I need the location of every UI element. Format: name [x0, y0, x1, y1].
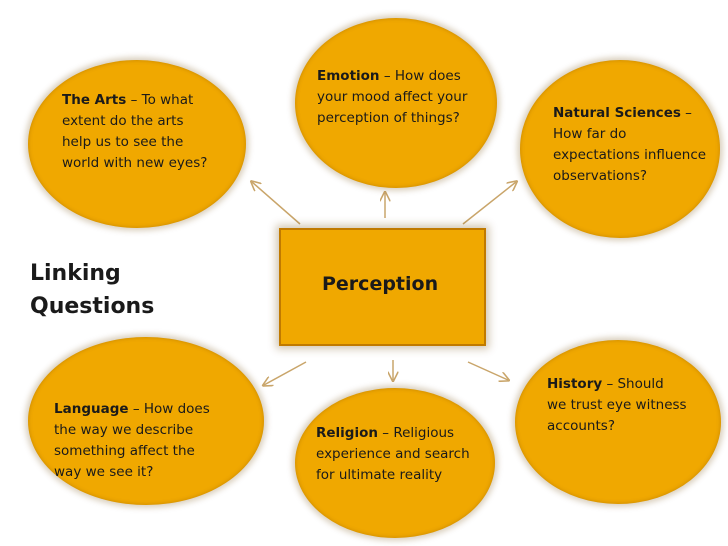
node-emotion-text: Emotion – How does your mood affect your… — [317, 66, 489, 129]
node-religion — [295, 388, 495, 538]
arrow-to-history — [467, 361, 508, 380]
node-language — [28, 337, 264, 505]
node-natural-sciences-title: Natural Sciences — [553, 105, 681, 121]
node-the-arts-question: – To what extent do the arts help us to … — [62, 92, 208, 171]
node-natural-sciences — [520, 60, 720, 238]
side-title: Linking Questions — [30, 261, 155, 319]
node-religion-text: Religion – Religious experience and sear… — [316, 423, 472, 486]
node-natural-sciences-question: – How far do expectations influence obse… — [553, 105, 707, 184]
node-the-arts-title: The Arts — [62, 92, 127, 108]
node-language-question: – How does the way we describe something… — [54, 401, 210, 480]
node-the-arts — [28, 60, 246, 228]
node-history-title: History — [547, 376, 603, 392]
center-label: Perception — [322, 273, 439, 295]
node-emotion-title: Emotion — [317, 68, 380, 84]
node-history-question: – Should we trust eye witness accounts? — [547, 376, 687, 434]
node-history — [515, 340, 721, 504]
node-language-text: Language – How does the way we describe … — [54, 399, 226, 483]
node-history-text: History – Should we trust eye witness ac… — [547, 374, 687, 437]
center-box — [279, 228, 486, 346]
node-religion-question: – Religious experience and search for ul… — [316, 425, 470, 483]
node-language-title: Language — [54, 401, 129, 417]
node-emotion-question: – How does your mood affect your percept… — [317, 68, 468, 126]
arrow-to-arts — [252, 182, 301, 225]
node-religion-title: Religion — [316, 425, 378, 441]
node-emotion — [295, 18, 497, 188]
node-natural-sciences-text: Natural Sciences – How far do expectatio… — [553, 103, 713, 187]
arrow-to-natural-sciences — [462, 182, 516, 225]
node-the-arts-text: The Arts – To what extent do the arts he… — [62, 90, 210, 174]
arrow-to-language — [264, 361, 307, 385]
